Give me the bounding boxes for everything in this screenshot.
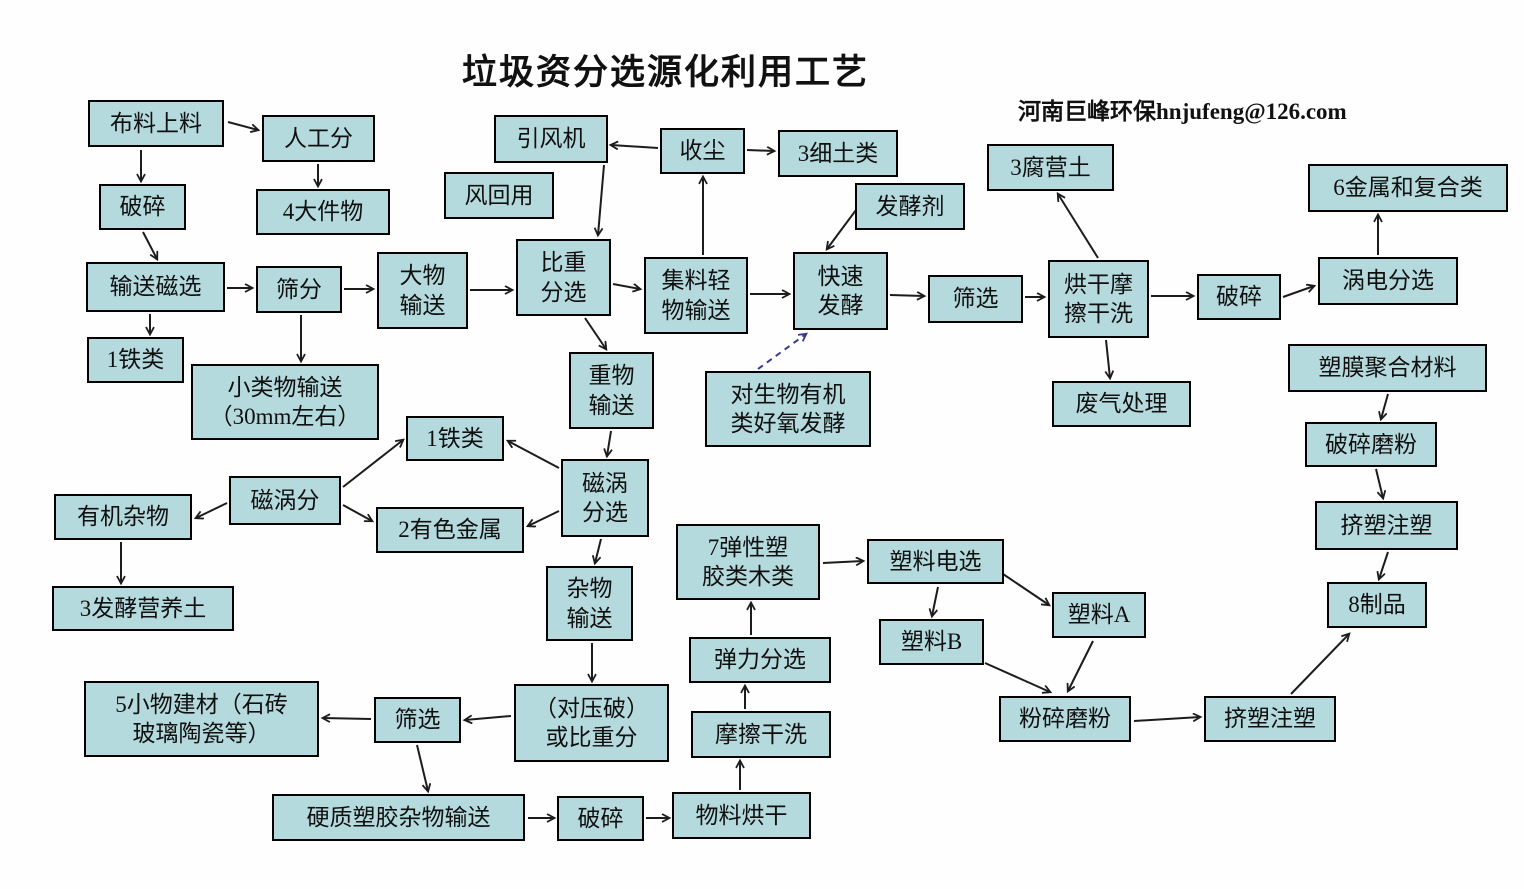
node-posui-1: 破碎 (99, 184, 186, 230)
node-xiaowu-jiancai: 5小物建材（石砖 玻璃陶瓷等） (84, 681, 319, 757)
edge-jisuzhusu2-zhipin (1290, 634, 1349, 695)
node-zhongwu-shusong: 重物 输送 (569, 352, 654, 429)
edge-yinfengji-bizhong (598, 164, 605, 235)
edge-ciwofen-yousejinshu (342, 504, 372, 521)
node-duiyapo-bizhongfen: （对压破） 或比重分 (514, 684, 669, 762)
edge-tanxingsu-suliaodianxuan (822, 561, 863, 563)
edge-ciwofen-tielei2 (342, 440, 403, 488)
page-title: 垃圾资分选源化利用工艺 (462, 53, 870, 92)
node-wodian-fenxuan: 涡电分选 (1318, 257, 1458, 305)
node-jisu-zhusu-2: 挤塑注塑 (1204, 696, 1336, 742)
node-shusong-cixuan: 输送磁选 (86, 262, 225, 312)
node-honggan-moca-ganxi: 烘干摩 擦干洗 (1048, 260, 1149, 338)
node-bizhong-fenxuan: 比重 分选 (516, 239, 611, 316)
edge-duishengwu-kuaisufajiao (757, 334, 806, 370)
edge-posui1-shusongcixuan (142, 231, 157, 259)
node-shaixuan-1: 筛选 (928, 275, 1023, 323)
edge-bizhong-zhongwu (584, 317, 606, 349)
edge-honggan-feiqichuli (1106, 339, 1110, 378)
node-feng-huiyong: 风回用 (444, 172, 554, 219)
node-tanli-fenxuan: 弹力分选 (689, 637, 831, 683)
edge-posuimofen-jisuzhusu1 (1375, 468, 1383, 498)
node-dawu-shusong: 大物 输送 (377, 252, 468, 329)
node-suliao-B: 塑料B (879, 619, 984, 665)
edge-kuaisufajiao-shaixuan1 (889, 295, 924, 296)
edge-ciwofen-youjizawu (196, 502, 228, 518)
edge-shaixuan2-yingzhisujiao (416, 744, 428, 791)
node-zawu-shusong: 杂物 输送 (546, 566, 633, 641)
node-jinshu-fuhelei: 6金属和复合类 (1308, 164, 1508, 212)
node-jisu-zhusu-1: 挤塑注塑 (1315, 501, 1458, 550)
subtitle-contact: 河南巨峰环保hnjufeng@126.com (1018, 99, 1347, 124)
node-dui-shengwu-youji: 对生物有机 类好氧发酵 (705, 371, 871, 447)
node-buliao-shangliao: 布料上料 (88, 100, 224, 147)
node-tanxing-sujiao-mulei: 7弹性塑 胶类木类 (676, 524, 820, 600)
node-fuyingtu: 3腐营土 (987, 144, 1114, 191)
edge-suliaodianxuan-suliaoB (932, 586, 939, 616)
node-youji-zawu: 有机杂物 (54, 494, 192, 540)
node-fajiaoji: 发酵剂 (855, 183, 965, 230)
edge-buliao-rengongfen (227, 121, 258, 130)
node-suliao-dianxuan: 塑料电选 (867, 539, 1004, 584)
node-posui-2: 破碎 (1197, 274, 1281, 320)
edge-zhongwu-ciwofenxuan (607, 430, 611, 456)
node-rengong-fen: 人工分 (262, 115, 375, 162)
node-sumo-juhe-cailiao: 塑膜聚合材料 (1288, 344, 1487, 392)
node-shouchen: 收尘 (660, 128, 745, 174)
node-youse-jinshu: 2有色金属 (376, 507, 524, 553)
edge-fensuimofen-jisuzhusu2 (1133, 717, 1200, 721)
edge-honggan-fuyingtu (1058, 194, 1099, 259)
node-ciwo-fenxuan: 磁涡 分选 (561, 459, 649, 537)
node-ciwofen: 磁涡分 (229, 476, 341, 525)
edge-fajiaoji-kuaisufajiao (827, 209, 857, 249)
node-fensui-mofen: 粉碎磨粉 (999, 696, 1131, 742)
edge-shouchen-xitulei (746, 150, 774, 151)
node-tielei-1: 1铁类 (87, 337, 184, 383)
node-dajianwu: 4大件物 (256, 189, 390, 235)
node-posui-3: 破碎 (557, 796, 644, 841)
node-xiaoleiwu-shusong: 小类物输送 （30mm左右） (191, 364, 379, 440)
node-xitulei: 3细土类 (778, 130, 898, 177)
edge-sumojuhe-posuimofen (1381, 393, 1389, 419)
edge-shaixuan2-xiaowujiancai (323, 718, 372, 719)
node-tielei-2: 1铁类 (406, 416, 504, 461)
node-wuliao-honggan: 物料烘干 (672, 792, 811, 839)
edge-suliaoA-fensuimofen (1068, 640, 1094, 691)
node-shaixuan-2: 筛选 (374, 697, 461, 743)
edge-bizhong-jiliao (612, 283, 640, 289)
node-shaifen: 筛分 (256, 266, 342, 313)
edge-ciwofenxuan-yousejinshu (528, 510, 560, 526)
edge-ciwofenxuan-zawushusong (595, 538, 602, 563)
edge-shouchen-yinfengji (611, 145, 659, 148)
node-yinfengji: 引风机 (494, 115, 608, 163)
node-kuaisu-fajiao: 快速 发酵 (793, 252, 888, 330)
node-suliao-A: 塑料A (1052, 592, 1146, 638)
node-feiqi-chuli: 废气处理 (1052, 381, 1191, 427)
edge-ciwofenxuan-tielei2 (508, 441, 560, 469)
edge-suliaoB-fensuimofen (984, 662, 1050, 692)
node-zhipin: 8制品 (1327, 582, 1427, 628)
edge-suliaodianxuan-suliaoA (1002, 573, 1049, 605)
node-posui-mofen: 破碎磨粉 (1305, 422, 1437, 467)
node-fajiao-yingyangtu: 3发酵营养土 (52, 586, 234, 631)
node-jiliao-qingwu-shusong: 集料轻 物输送 (644, 257, 748, 334)
edge-posui2-wodian (1282, 286, 1314, 298)
node-moca-ganxi: 摩擦干洗 (691, 711, 831, 758)
node-yingzhi-sujiao-zawu: 硬质塑胶杂物输送 (272, 794, 525, 841)
edge-duiyapo-shaixuan2 (465, 716, 512, 720)
edge-jisuzhusu1-zhipin (1379, 551, 1389, 579)
